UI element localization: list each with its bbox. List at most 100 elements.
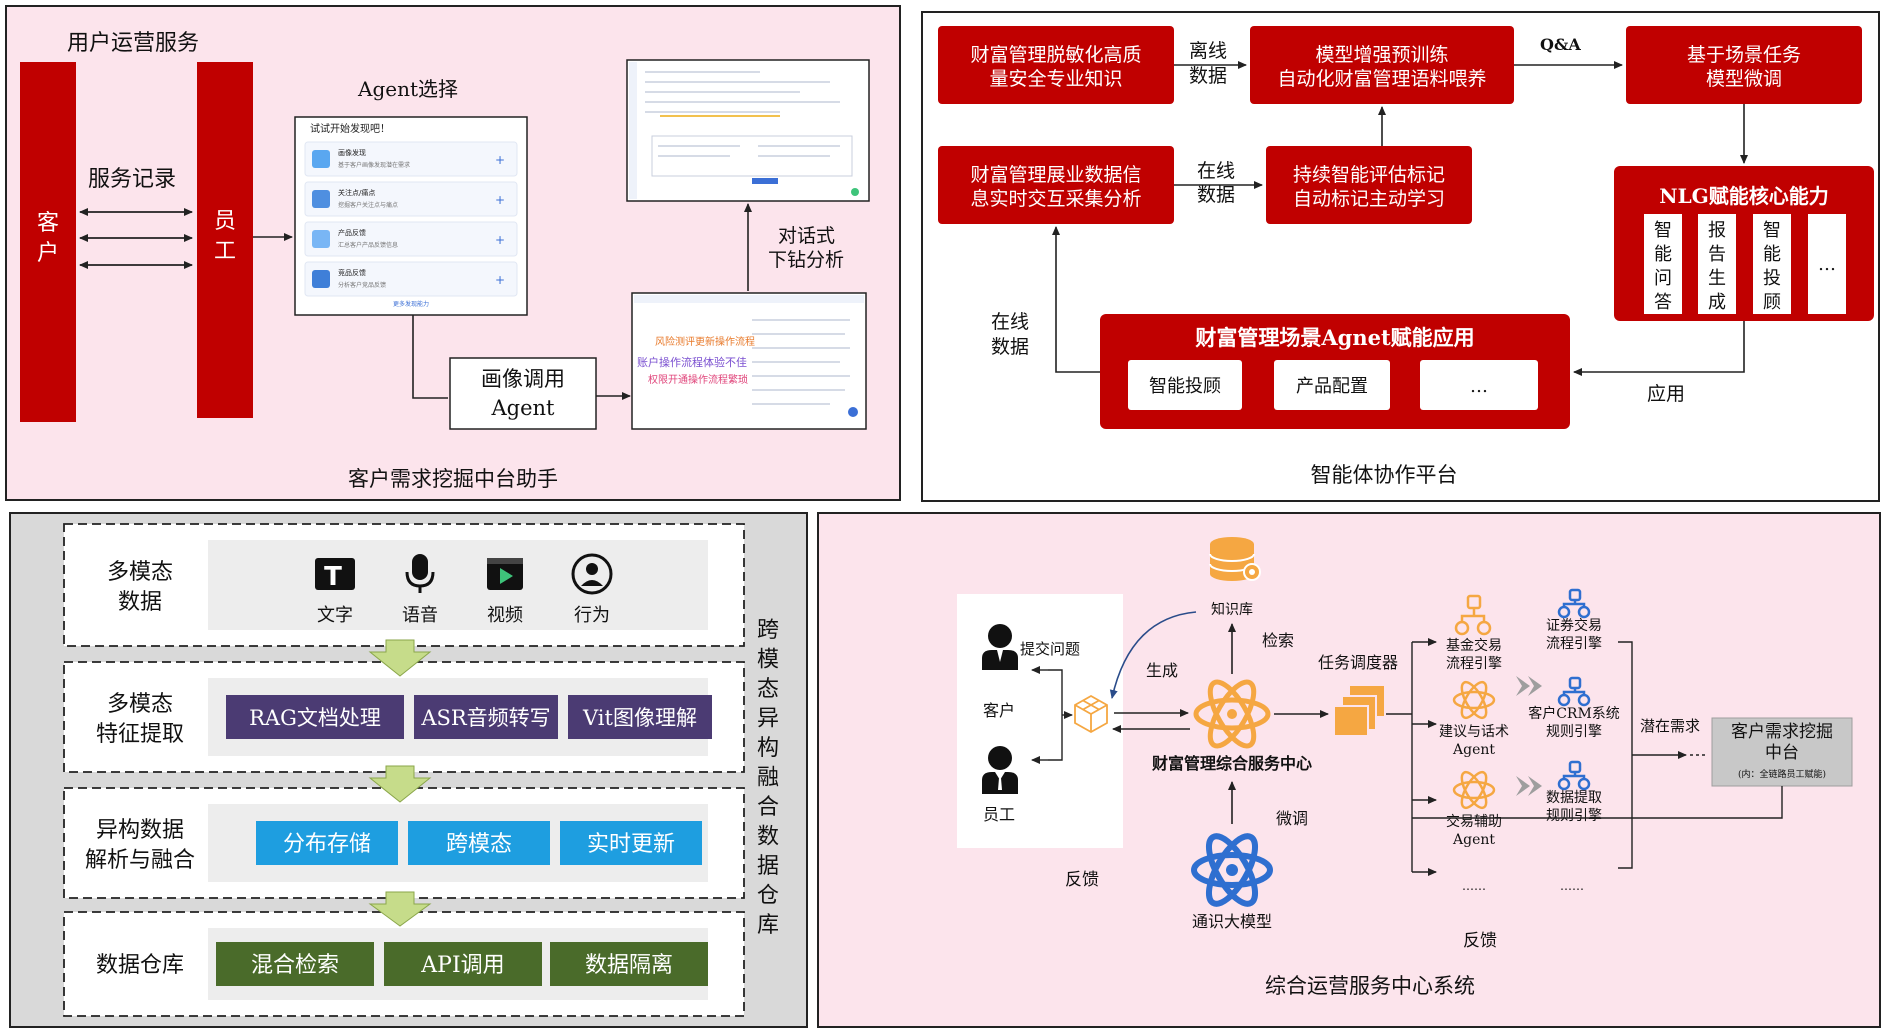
app-title: 财富管理场景Agnet赋能应用	[1195, 325, 1474, 350]
box-pretrain: 模型增强预训练 自动化财富管理语料喂养	[1250, 26, 1514, 104]
agent-label: 交易辅助	[1446, 813, 1502, 830]
engine-label: 流程引擎	[1546, 636, 1602, 652]
svg-text:(内：全链路员工赋能): (内：全链路员工赋能)	[1738, 768, 1826, 780]
result-screen-mock: 风险测评更新操作流程 账户操作流程体验不佳 权限开通操作流程繁琐	[631, 292, 867, 430]
profile-agent-box	[449, 357, 597, 430]
box-finetune: 基于场景任务 模型微调	[1626, 26, 1862, 104]
word-cloud-2: 账户操作流程体验不佳	[637, 355, 747, 369]
svg-text:分布存储: 分布存储	[283, 832, 371, 857]
app-box: 财富管理场景Agnet赋能应用 智能投顾产品配置…	[1100, 314, 1570, 429]
profile-agent-line2: Agent	[491, 396, 556, 420]
card-item-icon	[312, 150, 330, 168]
svg-text:智能问答: 智能问答	[1654, 220, 1672, 313]
layer-item: 跨模态	[408, 821, 550, 865]
service-record-arrows	[79, 208, 193, 269]
app-item: 产品配置	[1274, 360, 1390, 410]
box-realtime-collection: 财富管理展业数据信 息实时交互采集分析	[938, 146, 1174, 224]
submit-label: 提交问题	[1020, 640, 1080, 658]
card-item-title: 关注点/痛点	[338, 188, 375, 197]
agent-label: Agent	[1452, 832, 1495, 848]
layer-item: 实时更新	[560, 821, 702, 865]
svg-text:混合检索: 混合检索	[251, 953, 339, 978]
card-item-icon	[312, 190, 330, 208]
plus-icon[interactable]: +	[495, 153, 505, 167]
svg-text:T: T	[324, 562, 342, 592]
warehouse-side-title: 跨模态异构融合数据仓库	[757, 618, 779, 938]
generate-curve	[1109, 611, 1197, 699]
card-item-desc: 分析客户竞品反馈	[338, 281, 386, 289]
plus-icon[interactable]: +	[495, 193, 505, 207]
chevron-icons	[1516, 676, 1542, 796]
apply-label: 应用	[1647, 383, 1685, 405]
word-cloud-3: 权限开通操作流程繁琐	[648, 373, 748, 386]
layer-down-arrow	[368, 765, 432, 803]
flow-network-icon	[1454, 594, 1492, 636]
svg-text:自动标记主动学习: 自动标记主动学习	[1293, 188, 1445, 210]
layer-label: 解析与融合	[85, 848, 195, 873]
svg-text:中台: 中台	[1765, 743, 1799, 763]
svg-text:量安全专业知识: 量安全专业知识	[989, 68, 1122, 90]
nlg-item: 报告生成	[1698, 214, 1736, 314]
center-atom-icon	[1193, 679, 1271, 749]
card-item-title: 产品反馈	[338, 228, 366, 237]
modality-label: 语音	[402, 605, 438, 626]
agent-label: 流程引擎	[1446, 656, 1502, 672]
engine-label: 客户CRM系统	[1528, 705, 1620, 722]
svg-text:模型增强预训练: 模型增强预训练	[1315, 44, 1448, 66]
warehouse-layer: 多模态数据T文字语音视频行为	[63, 523, 745, 647]
employee-bar	[197, 62, 253, 418]
agent-select-label: Agent选择	[357, 77, 458, 101]
feedback-loop-line	[1412, 786, 1783, 819]
svg-text:财富管理脱敏化高质: 财富管理脱敏化高质	[970, 44, 1141, 66]
panel-agent-platform: 财富管理脱敏化高质 量安全专业知识 模型增强预训练 自动化财富管理语料喂养 基于…	[921, 11, 1880, 502]
plus-icon[interactable]: +	[495, 233, 505, 247]
svg-text:…: …	[1470, 376, 1488, 397]
card-more-link[interactable]: 更多发现能力	[393, 300, 429, 308]
online-left-2: 数据	[991, 336, 1029, 358]
scheduler-label: 任务调度器	[1318, 653, 1398, 672]
svg-text:RAG文档处理: RAG文档处理	[249, 706, 381, 730]
agent-select-card: 试试开始发现吧！ 画像发现基于客户画像发现潜在需求+关注点/痛点挖掘客户关注点与…	[294, 116, 528, 316]
atom-icon	[1452, 770, 1496, 810]
panel4-title: 综合运营服务中心系统	[1265, 974, 1475, 998]
card-items: 画像发现基于客户画像发现潜在需求+关注点/痛点挖掘客户关注点与痛点+产品反馈汇总…	[304, 141, 518, 297]
service-record-label: 服务记录	[88, 167, 176, 192]
employee-label-p4: 员工	[983, 805, 1015, 824]
layer-item: 混合检索	[216, 942, 374, 986]
layer-label: 数据仓库	[96, 953, 184, 978]
modality-label: 视频	[487, 605, 523, 626]
employee-person-icon	[982, 746, 1018, 794]
layer-down-arrow	[368, 891, 432, 927]
svg-text:Vit图像理解: Vit图像理解	[582, 706, 697, 730]
nlg-items: 智能问答报告生成智能投顾…	[1644, 214, 1846, 314]
center-label: 财富管理综合服务中心	[1151, 754, 1312, 773]
engine-label: 数据提取	[1546, 790, 1602, 806]
layer-item: API调用	[384, 942, 542, 986]
dialog-screen-mock	[626, 59, 870, 202]
svg-text:ASR音频转写: ASR音频转写	[420, 706, 550, 730]
svg-text:…: …	[1818, 254, 1836, 275]
online-label-2: 数据	[1197, 184, 1235, 206]
connector-card-to-agent	[412, 315, 448, 399]
layer-label: 异构数据	[96, 818, 184, 843]
panel2-title: 智能体协作平台	[1311, 463, 1458, 487]
svg-text:财富管理展业数据信: 财富管理展业数据信	[970, 164, 1141, 186]
nlg-item: 智能问答	[1644, 214, 1682, 314]
plus-icon[interactable]: +	[495, 273, 505, 287]
app-items: 智能投顾产品配置…	[1128, 360, 1538, 410]
finetune-label: 微调	[1276, 809, 1308, 828]
agent-label: 基金交易	[1446, 637, 1502, 654]
engine-label: 规则引擎	[1546, 724, 1602, 740]
card-item-desc: 挖掘客户关注点与痛点	[338, 201, 398, 209]
llm-label: 通识大模型	[1192, 912, 1272, 931]
database-icon	[1209, 537, 1261, 581]
video-icon	[487, 558, 523, 590]
card-item-desc: 汇总客户产品反馈信息	[338, 241, 398, 249]
